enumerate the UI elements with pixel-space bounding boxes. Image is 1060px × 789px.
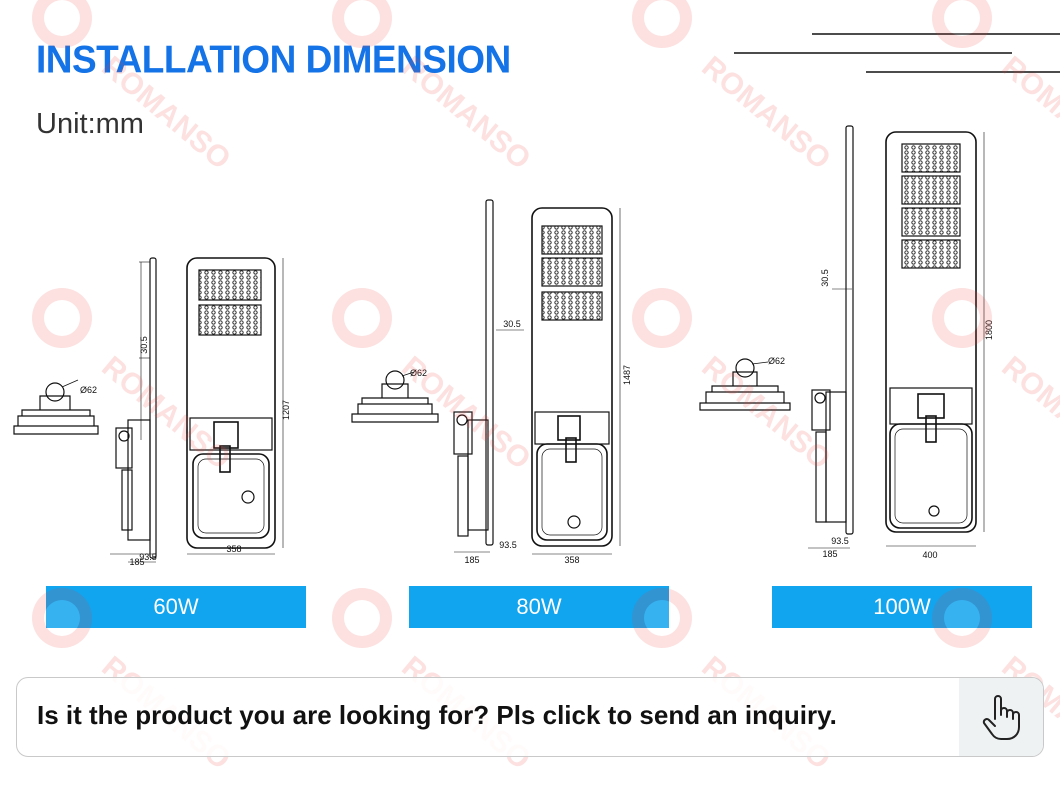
drawing-60w [13, 257, 284, 563]
dim-80w-arm-len: 185 [464, 555, 479, 565]
inquiry-text[interactable]: Is it the product you are looking for? P… [37, 700, 837, 730]
dim-60w-width: 358 [226, 544, 241, 554]
dimension-drawings: 358 1207 93.5 185 30.5 Ø62 358 1487 9 [13, 125, 994, 567]
dim-80w-width: 358 [564, 555, 579, 565]
dim-80w-arm-off: 93.5 [499, 540, 517, 550]
dim-100w-pole: Ø62 [768, 356, 785, 366]
page-title: INSTALLATION DIMENSION [36, 38, 511, 82]
drawing-80w [351, 199, 621, 555]
pointing-hand-icon[interactable] [981, 693, 1021, 741]
caption-100w: 100W [772, 586, 1032, 628]
inquiry-banner[interactable]: Is it the product you are looking for? P… [16, 677, 1044, 757]
dim-60w-bracket: 30.5 [139, 336, 149, 354]
dim-100w-bracket: 30.5 [820, 269, 830, 287]
dim-60w-height: 1207 [281, 400, 291, 420]
decorative-lines [734, 33, 1060, 73]
caption-80w: 80W [409, 586, 669, 628]
dim-80w-pole: Ø62 [410, 368, 427, 378]
dim-60w-arm-off: 93.5 [139, 552, 157, 562]
dim-80w-height: 1487 [622, 365, 632, 385]
dim-100w-height: 1800 [984, 320, 994, 340]
dim-100w-arm-off: 93.5 [831, 536, 849, 546]
dim-60w-arm-len: 185 [129, 557, 144, 567]
dim-100w-width: 400 [922, 550, 937, 560]
dim-60w-pole: Ø62 [80, 385, 97, 395]
drawing-100w [699, 125, 985, 549]
dim-80w-bracket: 30.5 [503, 319, 521, 329]
dim-100w-arm-len: 185 [822, 549, 837, 559]
inquiry-button[interactable] [959, 678, 1043, 756]
caption-60w: 60W [46, 586, 306, 628]
unit-label: Unit:mm [36, 108, 144, 140]
